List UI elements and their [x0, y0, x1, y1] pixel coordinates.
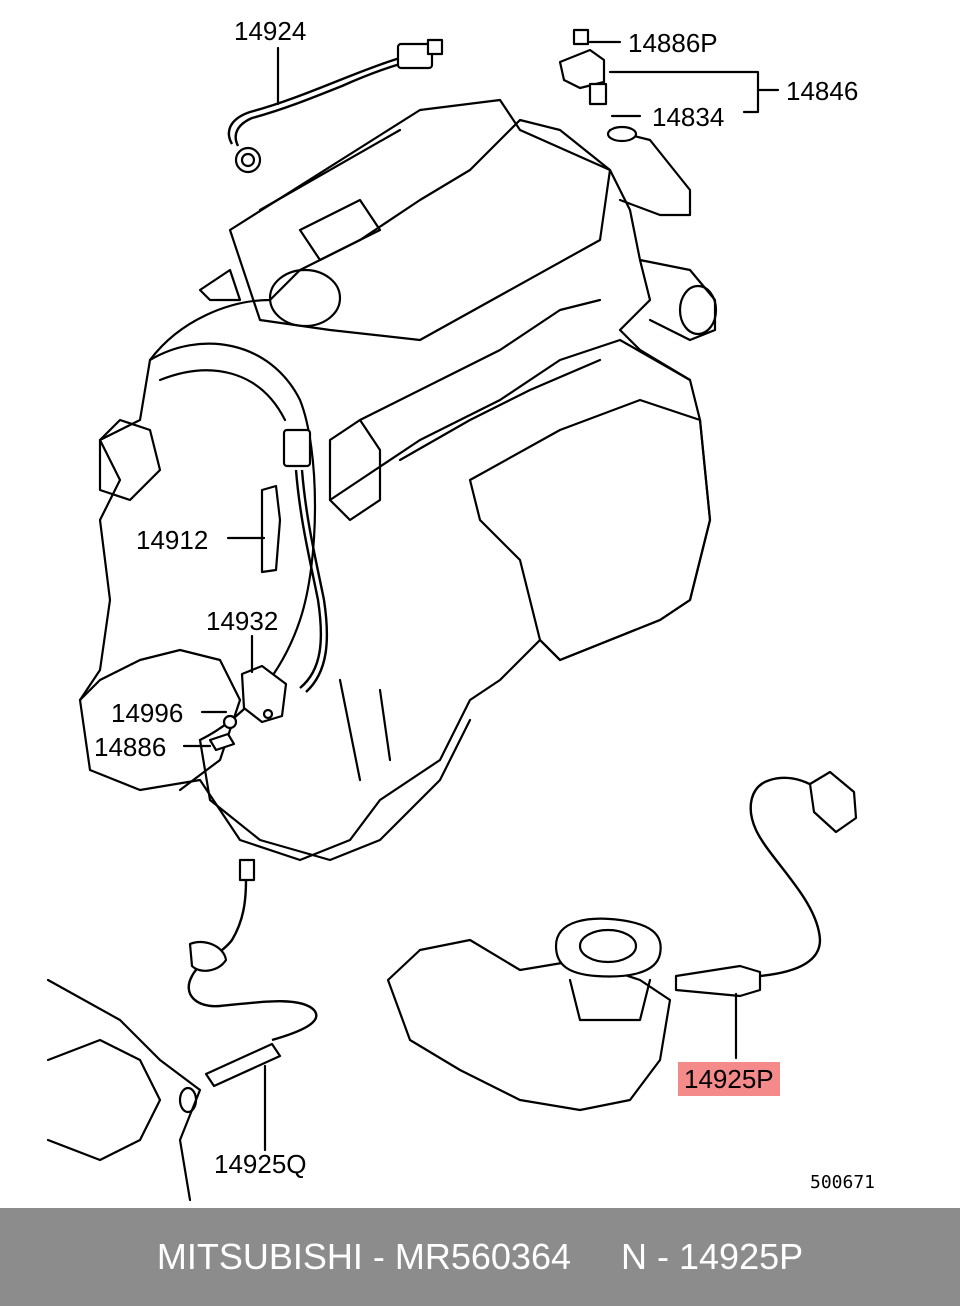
footer-bar: MITSUBISHI - MR560364 N - 14925P: [0, 1208, 960, 1306]
callout-14886P: 14886P: [628, 28, 718, 58]
sensor-14925Q: [46, 858, 318, 1202]
diagram-reference-number: 500671: [810, 1172, 876, 1193]
parts-diagram: 14924 14886P 14846 14834 14912 14932 149…: [46, 16, 876, 1202]
callout-14886: 14886: [94, 732, 167, 762]
crank-sensor: [208, 428, 329, 752]
callout-14924: 14924: [234, 16, 307, 46]
callout-14996: 14996: [111, 698, 184, 728]
callout-14846: 14846: [786, 76, 859, 106]
sensor-14924: [227, 38, 444, 174]
callout-14912: 14912: [136, 525, 209, 555]
callout-14925Q: 14925Q: [214, 1149, 307, 1179]
sensor-14925P: [386, 770, 858, 1112]
engine-drawing: [46, 28, 858, 1202]
callout-14932: 14932: [206, 606, 279, 636]
callout-14834: 14834: [652, 102, 725, 132]
leader-lines: [182, 40, 780, 1152]
callout-14925P-highlighted: 14925P: [678, 1062, 780, 1096]
engine-block: [78, 98, 718, 862]
cam-sensor: [558, 28, 638, 143]
footer-part-label: MITSUBISHI - MR560364 N - 14925P: [156, 1236, 804, 1277]
